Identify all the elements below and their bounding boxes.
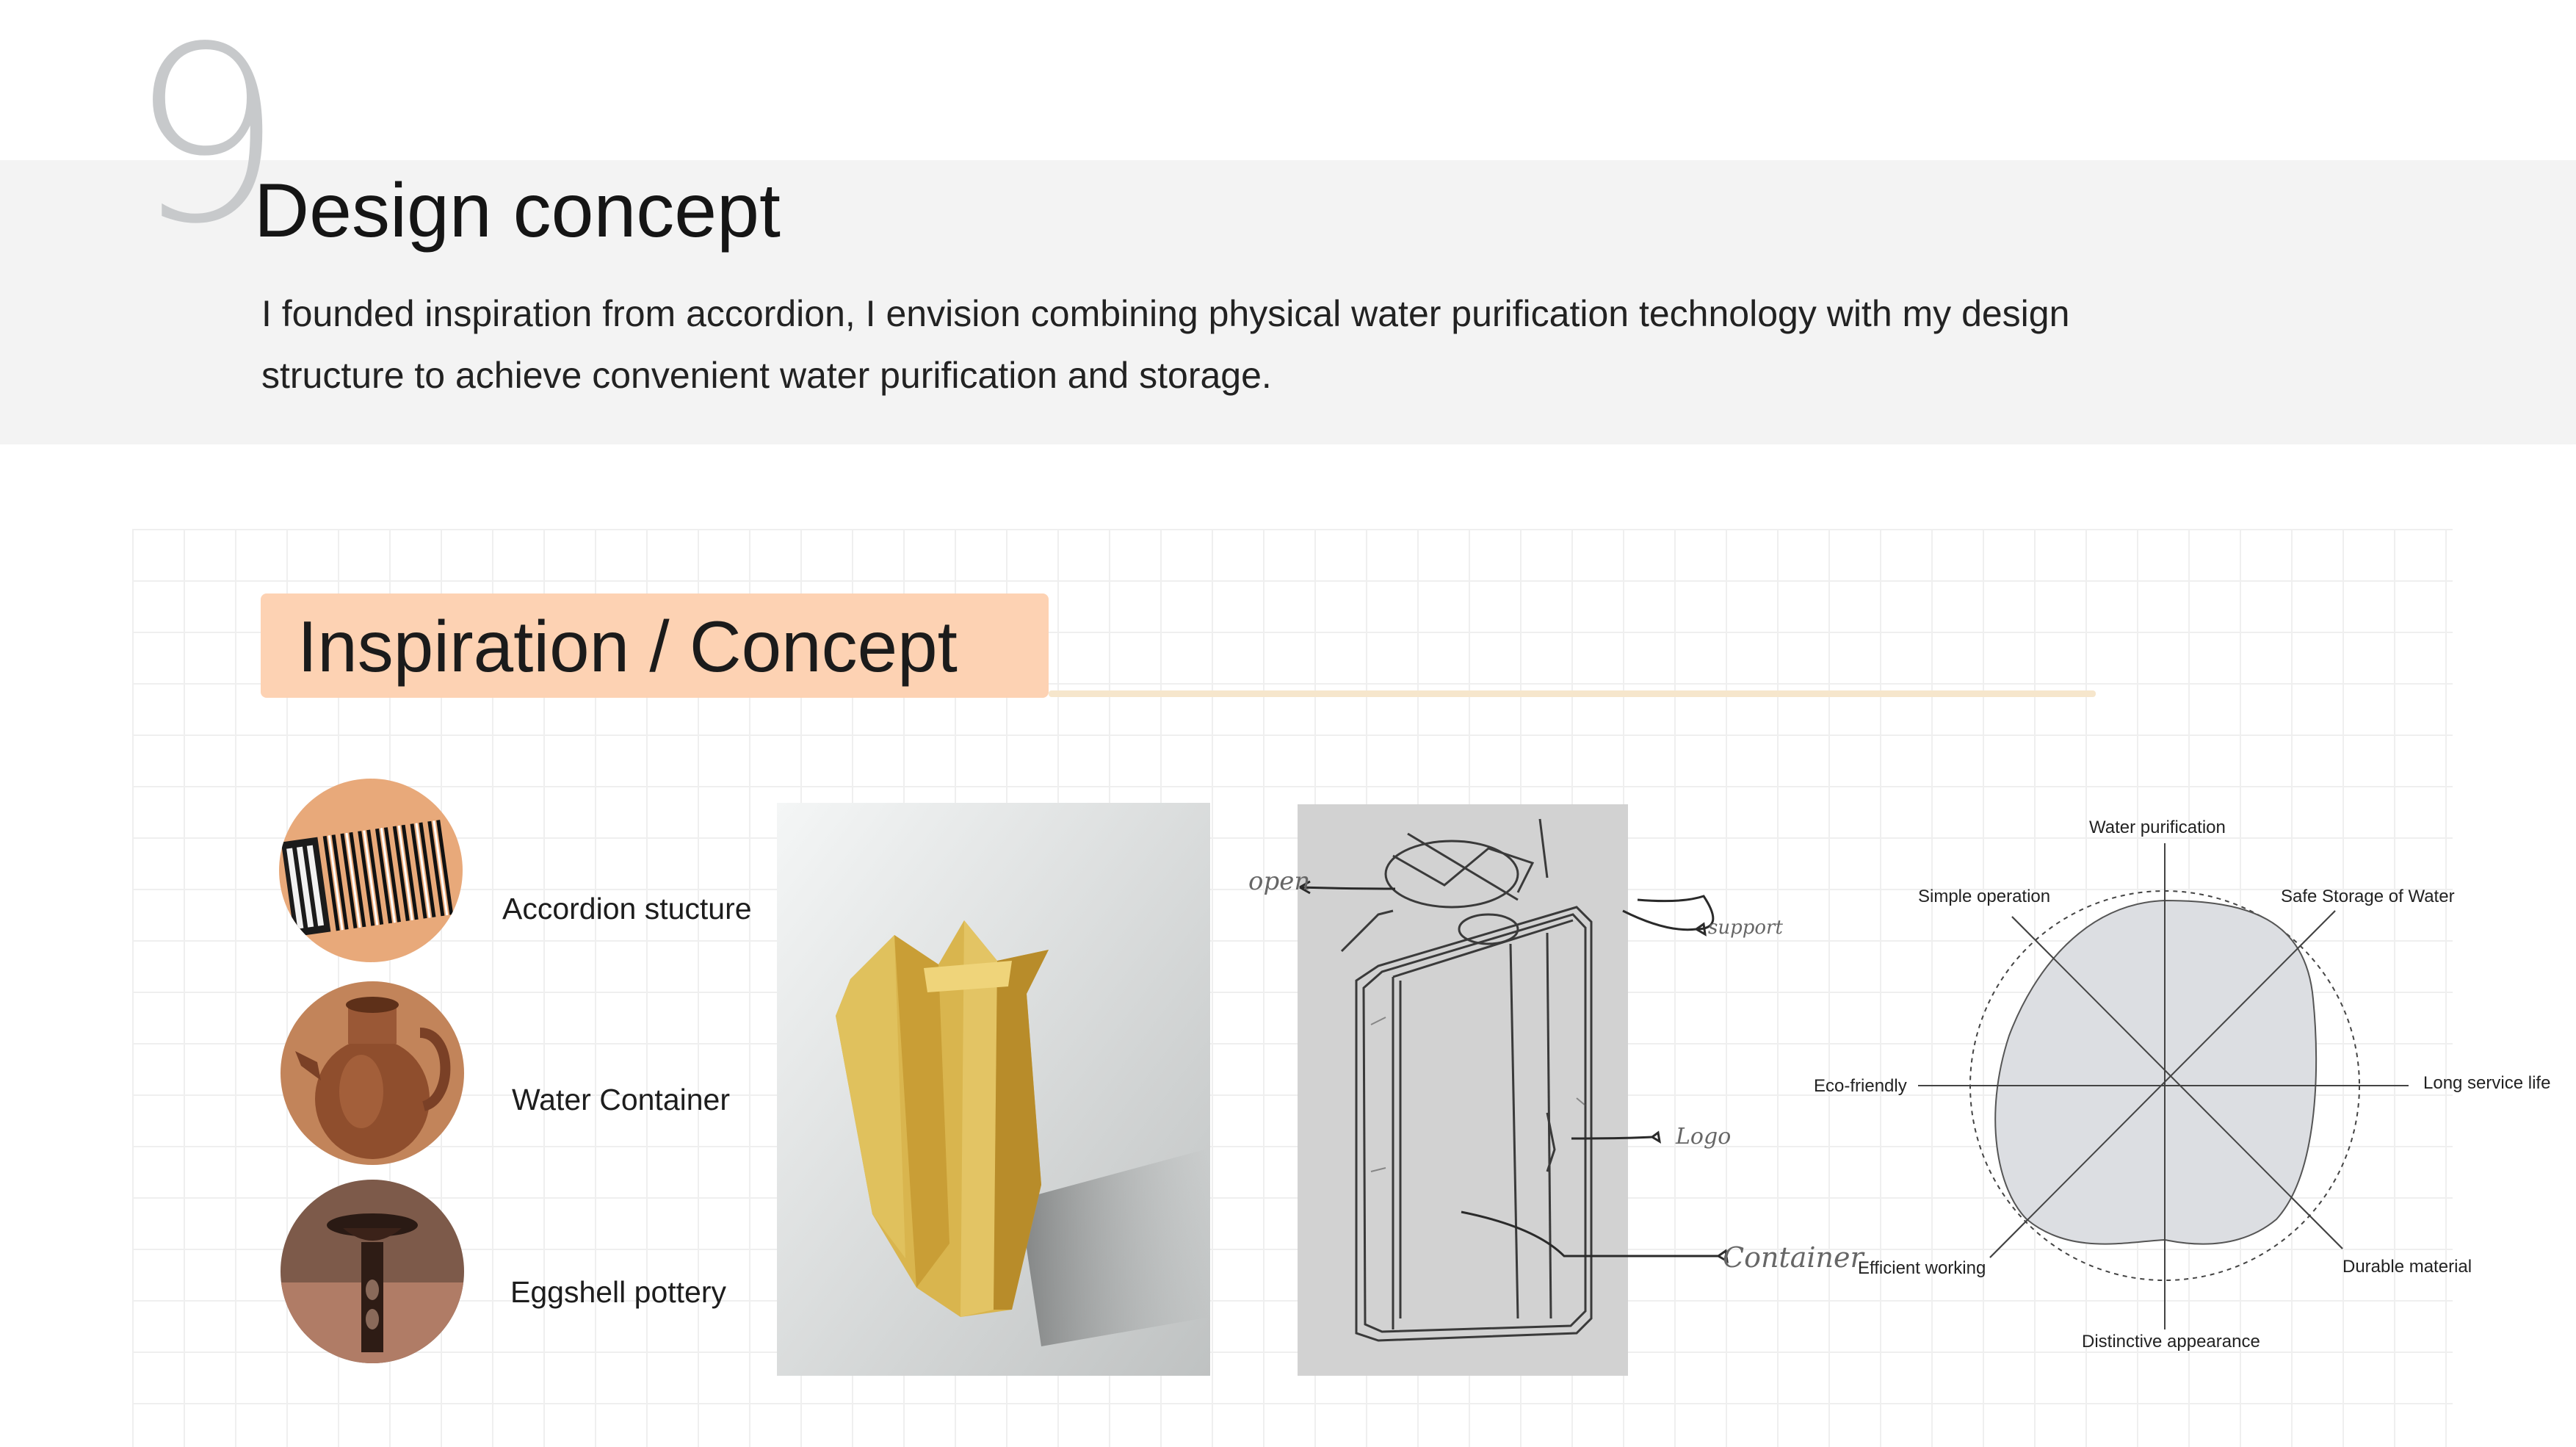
- section-title: Inspiration / Concept: [297, 606, 958, 687]
- inspiration-label-accordion: Accordion stucture: [502, 892, 752, 925]
- axis-label-durable-material: Durable material: [2342, 1257, 2472, 1277]
- radar-shape: [1994, 899, 2318, 1245]
- eggshell-pottery-image: [281, 1180, 464, 1363]
- header-band: [0, 160, 2576, 444]
- sketch-annotation-arrows: [1299, 880, 1729, 1263]
- feature-radar-diagram: Water purification Safe Storage of Water…: [1814, 818, 2550, 1352]
- sketch-annotation-support: support: [1708, 917, 1783, 939]
- inspiration-label-eggshell-pottery: Eggshell pottery: [510, 1275, 727, 1309]
- paper-prototype-photo: [777, 803, 1210, 1376]
- accordion-image: [279, 779, 463, 962]
- axis-label-safe-storage: Safe Storage of Water: [2281, 887, 2455, 906]
- axis-label-efficient-working: Efficient working: [1858, 1258, 1986, 1278]
- page-number: 9: [129, 0, 283, 277]
- axis-label-simple-operation: Simple operation: [1918, 887, 2050, 906]
- product-sketch: [1298, 804, 1628, 1376]
- section-rule: [1049, 690, 2096, 697]
- axis-label-eco-friendly: Eco-friendly: [1814, 1076, 1907, 1096]
- axis-label-water-purification: Water purification: [2089, 818, 2226, 837]
- page-title: Design concept: [254, 168, 781, 253]
- sketch-annotation-container: Container: [1723, 1241, 1864, 1274]
- axis-label-long-service-life: Long service life: [2423, 1073, 2550, 1093]
- page-description: I founded inspiration from accordion, I …: [261, 293, 2070, 396]
- section-heading: Inspiration / Concept: [261, 593, 1049, 698]
- sketch-annotation-logo: Logo: [1676, 1124, 1732, 1150]
- inspiration-label-water-container: Water Container: [512, 1083, 730, 1116]
- axis-label-distinctive-appearance: Distinctive appearance: [2082, 1332, 2260, 1352]
- water-container-image: [281, 981, 464, 1165]
- sketch-annotation-open: open: [1248, 867, 1311, 896]
